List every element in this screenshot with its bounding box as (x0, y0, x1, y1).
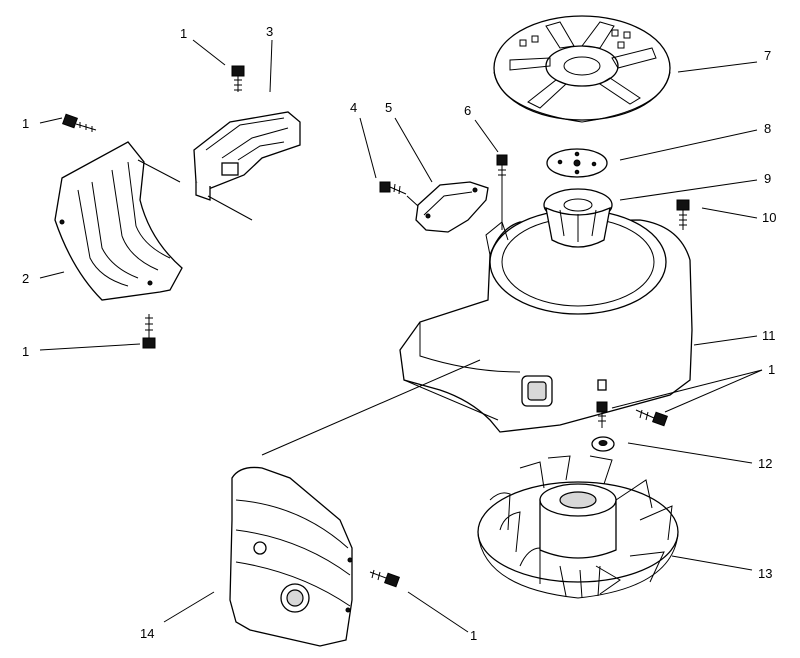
callout-5: 5 (385, 100, 392, 115)
part-2-baffle (54, 141, 183, 301)
screw-1-top-center (231, 65, 245, 92)
screw-4 (379, 181, 407, 195)
leader-lines (39, 39, 763, 633)
callout-9: 9 (764, 171, 771, 186)
screw-1-left-top (62, 113, 97, 132)
callout-1-left-top: 1 (22, 116, 29, 131)
callout-1-bottom: 1 (470, 628, 477, 643)
callout-13: 13 (758, 566, 772, 581)
callout-4: 4 (350, 100, 357, 115)
part-14-cylinder-cover (229, 466, 353, 647)
screw-1-housing-a (596, 401, 608, 428)
part-8-plate (546, 148, 608, 178)
part-13-flywheel (477, 455, 679, 599)
callout-14: 14 (140, 626, 154, 641)
callout-1-left-bottom: 1 (22, 344, 29, 359)
callout-labels: 1 3 1 4 5 6 7 8 9 10 11 1 12 13 1 14 2 1 (22, 24, 776, 643)
callout-8: 8 (764, 121, 771, 136)
callout-6: 6 (464, 103, 471, 118)
part-3-bracket (193, 111, 301, 201)
callout-10: 10 (762, 210, 776, 225)
callout-1-right: 1 (768, 362, 775, 377)
part-5-cover-plate (415, 181, 489, 233)
screw-1-bottom (369, 569, 400, 588)
part-12-washer (591, 436, 615, 452)
callout-2: 2 (22, 271, 29, 286)
part-7-screen (493, 15, 671, 123)
screw-6 (496, 154, 508, 182)
callout-12: 12 (758, 456, 772, 471)
part-11-blower-housing (399, 209, 693, 433)
screw-1-left-bottom (142, 314, 156, 349)
screw-10 (676, 199, 690, 230)
part-9-cup (543, 188, 613, 248)
callout-1-top: 1 (180, 26, 187, 41)
callout-7: 7 (764, 48, 771, 63)
screw-1-housing-b (635, 409, 668, 427)
callout-11: 11 (762, 328, 776, 343)
callout-3: 3 (266, 24, 273, 39)
